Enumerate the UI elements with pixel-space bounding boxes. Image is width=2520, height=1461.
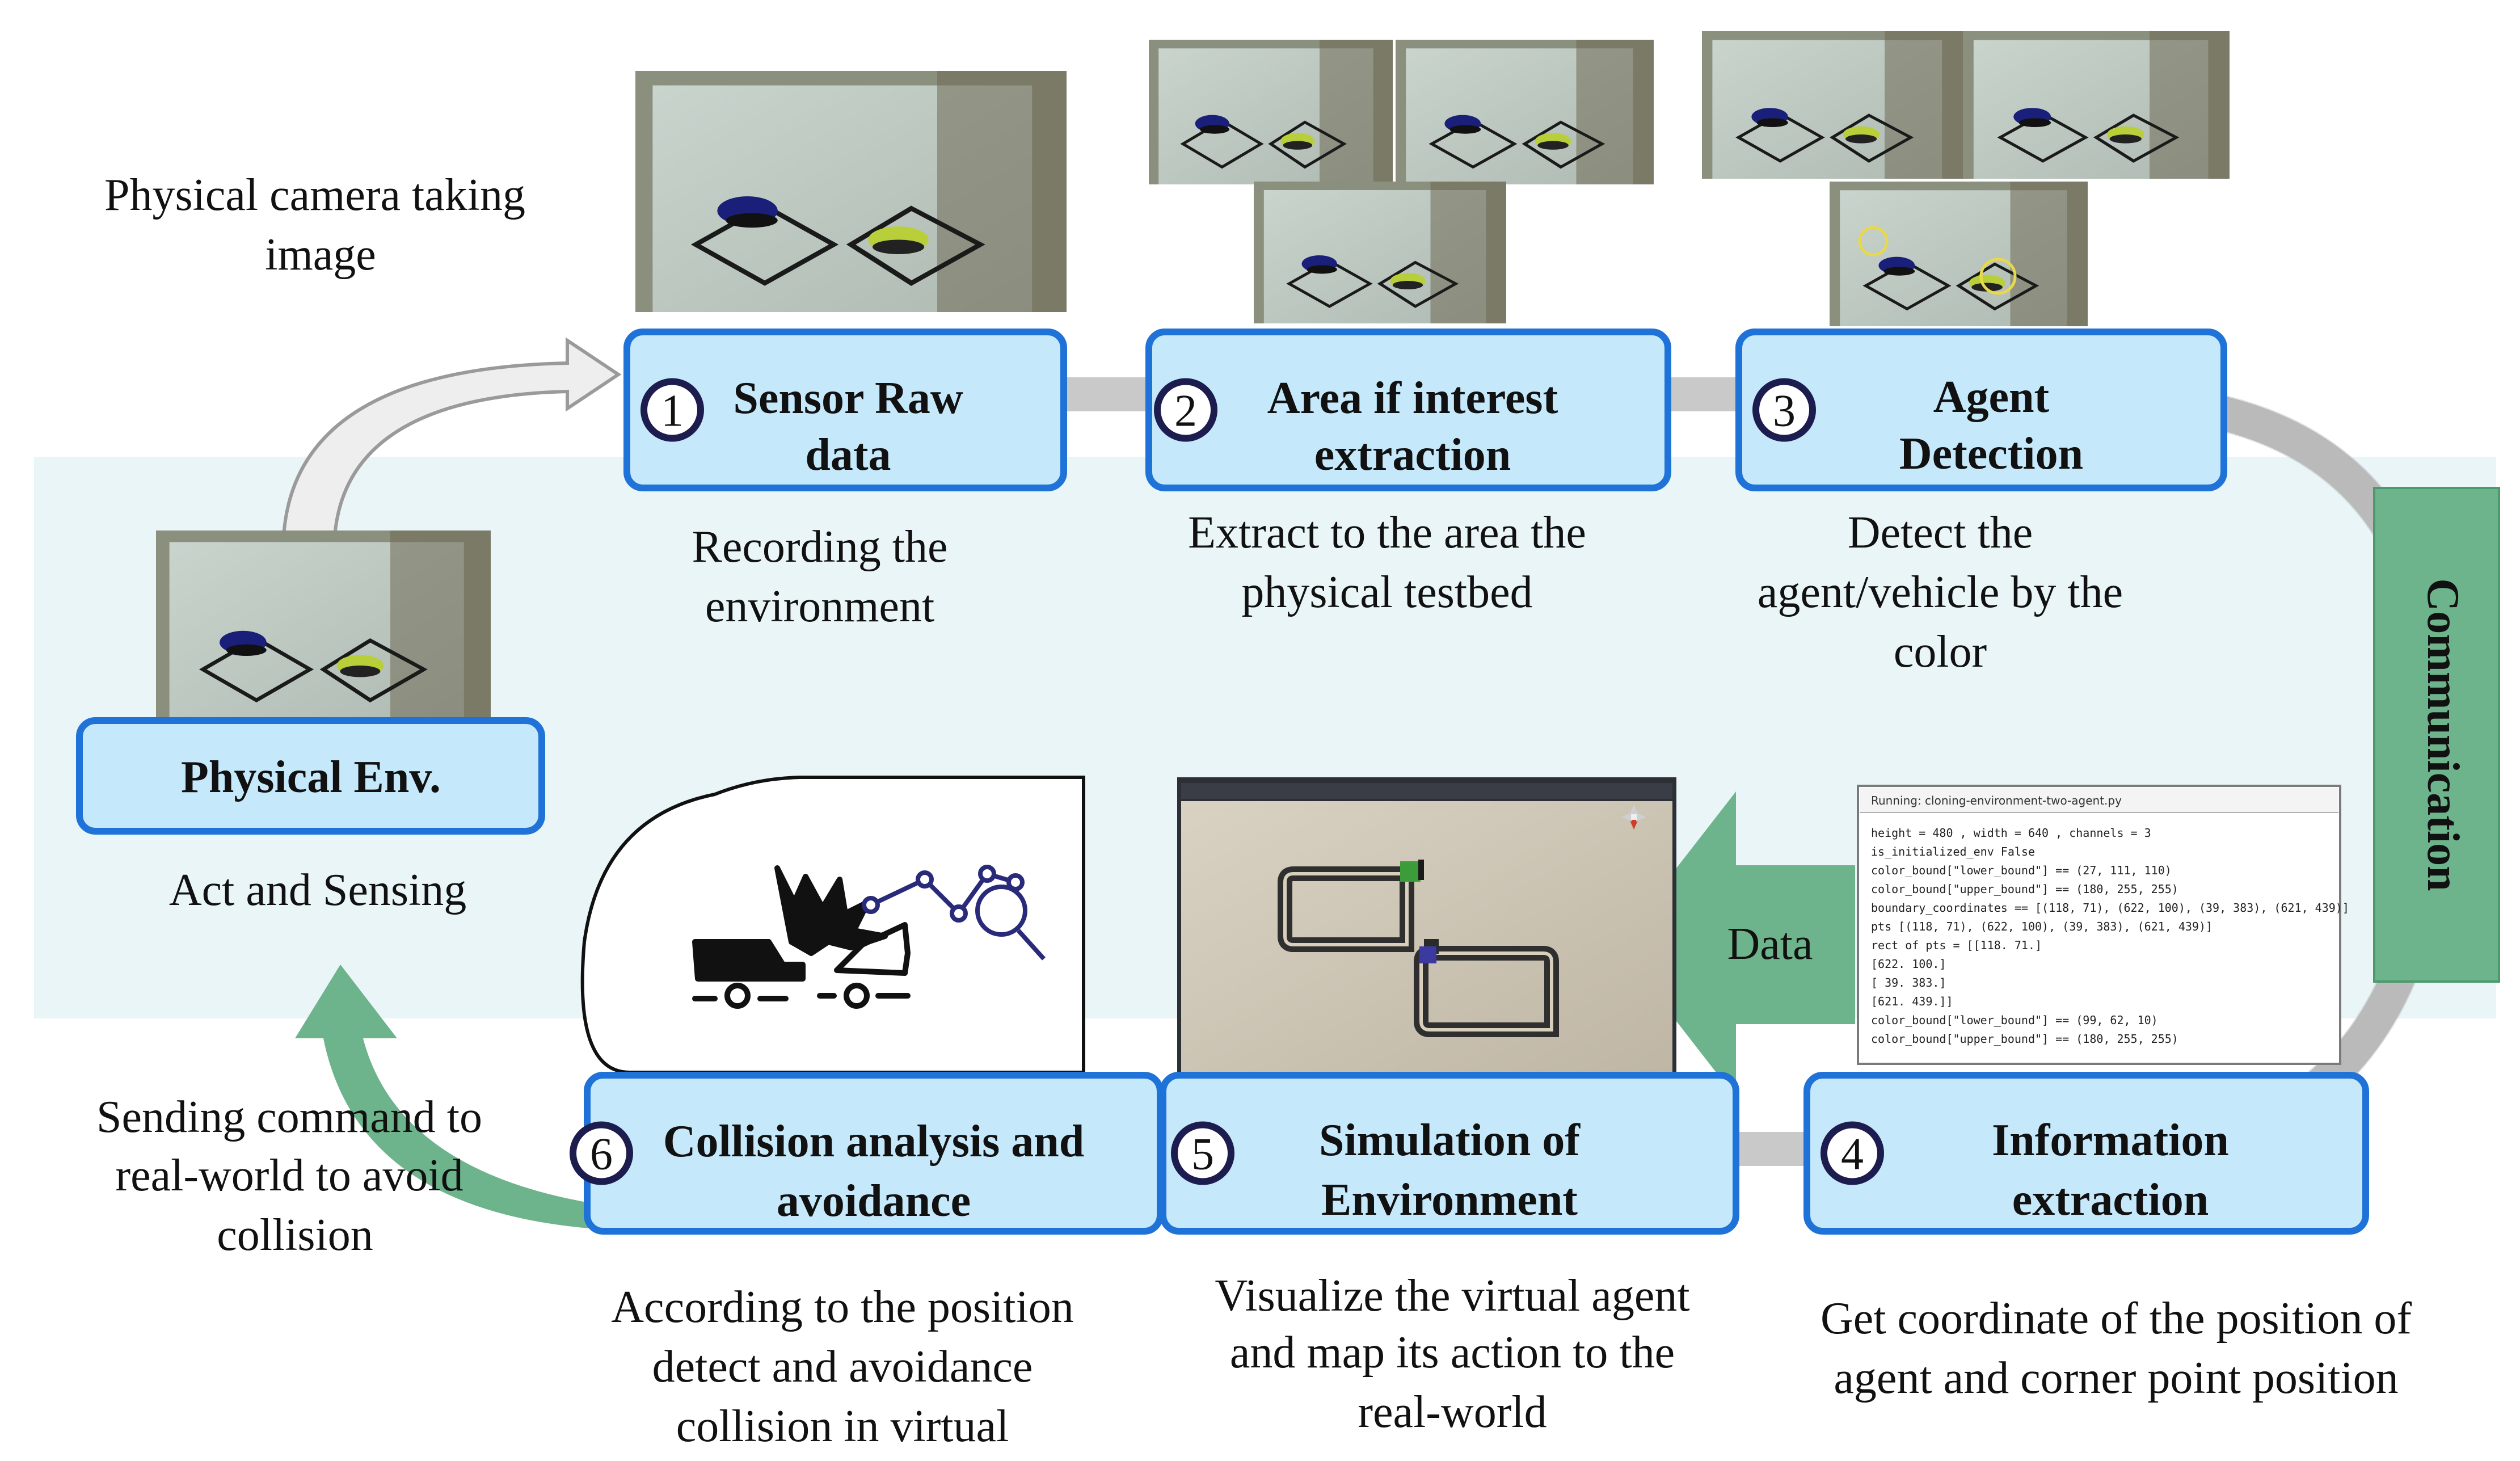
- step-1-number: 1: [661, 386, 684, 436]
- camera-caption: Physical camera taking image: [104, 170, 537, 280]
- physical-env-title: Physical Env.: [181, 752, 441, 802]
- step-6-title-line-1: Collision analysis and: [663, 1117, 1085, 1167]
- step-4-title-line-1: Information: [1992, 1115, 2229, 1165]
- step-4-description-line-2: agent and corner point position: [1834, 1353, 2398, 1403]
- terminal-line: color_bound["upper_bound"] == (180, 255,…: [1871, 1032, 2178, 1046]
- step-4-title-line-2: extraction: [2012, 1175, 2209, 1225]
- step-6-number-circle: [570, 1121, 633, 1185]
- step-2-description-line-1: Extract to the area the: [1188, 508, 1586, 558]
- terminal-title: Running: cloning-environment-two-agent.p…: [1871, 794, 2122, 807]
- physical-env-description: Act and Sensing: [169, 865, 466, 915]
- step-1-description-line-1: Recording the: [692, 522, 948, 572]
- step-6-description-line-1: According to the position: [611, 1282, 1073, 1332]
- step-3-number-circle: [1752, 378, 1816, 442]
- roi-image-1: [1149, 40, 1393, 184]
- raw-sensor-image: [635, 71, 1067, 312]
- step-3-description-line-1: Detect the: [1848, 508, 2033, 558]
- step-2-title-line-2: extraction: [1314, 430, 1511, 480]
- camera-arrow: [281, 337, 622, 538]
- connector-4-5: [1730, 1132, 1815, 1166]
- step-2-box: [1145, 329, 1671, 491]
- step-1-title-line-1: Sensor Raw: [733, 373, 963, 423]
- terminal-line: rect of pts = [[118. 71.]: [1871, 938, 2042, 952]
- sending-command-line-1: Sending command to: [96, 1092, 482, 1142]
- step-2-number: 2: [1174, 386, 1197, 436]
- step-3-box: [1735, 329, 2227, 491]
- detection-marker-green: [1979, 258, 2017, 295]
- terminal-window: Running: cloning-environment-two-agent.p…: [1857, 785, 2349, 1065]
- step-3-description-line-3: color: [1894, 627, 1987, 677]
- step-4-description-line-1: Get coordinate of the position of: [1821, 1294, 2412, 1344]
- communication-label: Communication: [2418, 578, 2468, 891]
- communication-box: [2373, 487, 2500, 983]
- step-4-box: [1803, 1072, 2369, 1235]
- step-6-number: 6: [590, 1130, 613, 1180]
- step-5-title-line-2: Environment: [1321, 1175, 1578, 1225]
- terminal-line: boundary_coordinates == [(118, 71), (622…: [1871, 901, 2349, 915]
- simulation-screenshot: [1177, 777, 1676, 1078]
- step-6-description-line-3: collision in virtual: [676, 1401, 1009, 1451]
- step-5-description-line-2: and map its action to the: [1230, 1328, 1675, 1378]
- detection-image-1: [1702, 31, 1963, 179]
- step-6-title-line-2: avoidance: [777, 1176, 971, 1226]
- step-5-description-line-3: real-world: [1358, 1387, 1546, 1437]
- detection-marker-blue: [1858, 226, 1889, 256]
- sending-command-line-3: collision: [217, 1210, 373, 1260]
- roi-image-3: [1254, 182, 1506, 323]
- step-2-number-circle: [1154, 378, 1217, 442]
- step-3-description-line-2: agent/vehicle by the: [1758, 567, 2123, 617]
- camera-caption-line-1: Physical camera taking: [104, 170, 525, 220]
- step-5-number: 5: [1191, 1130, 1214, 1180]
- step-3-number: 3: [1773, 386, 1796, 436]
- step-4-number: 4: [1841, 1130, 1864, 1180]
- camera-caption-line-2: image: [265, 230, 376, 280]
- step-1-title-line-2: data: [805, 430, 891, 480]
- step-5-description-line-1: Visualize the virtual agent: [1215, 1271, 1689, 1321]
- terminal-line: is_initialized_env False: [1871, 845, 2035, 858]
- sending-command-line-2: real-world to avoid: [115, 1151, 463, 1201]
- terminal-line: color_bound["lower_bound"] == (27, 111, …: [1871, 864, 2172, 877]
- terminal-line: color_bound["upper_bound"] == (180, 255,…: [1871, 882, 2178, 896]
- step-2-description-line-2: physical testbed: [1241, 567, 1532, 617]
- terminal-line: height = 480 , width = 640 , channels = …: [1871, 826, 2151, 840]
- step-4-number-circle: [1821, 1121, 1884, 1185]
- step-5-number-circle: [1171, 1121, 1234, 1185]
- collision-icon: [692, 865, 911, 1009]
- step-1-box: [623, 329, 1067, 491]
- terminal-line: color_bound["lower_bound"] == (99, 62, 1…: [1871, 1013, 2158, 1027]
- physical-env-image: [156, 530, 491, 723]
- sending-command-caption: Sending command to real-world to avoid c…: [96, 1092, 494, 1260]
- search-analytics-icon: [862, 865, 1046, 961]
- terminal-line: [621. 439.]]: [1871, 995, 1953, 1008]
- step-3-title-line-2: Detection: [1899, 429, 2083, 479]
- terminal-line: [ 39. 383.]: [1871, 976, 1946, 990]
- connector-1-2: [1061, 377, 1146, 411]
- step-5-title-line-1: Simulation of: [1319, 1115, 1581, 1165]
- step-1-description-line-2: environment: [705, 582, 934, 631]
- step-2-title-line-1: Area if interest: [1267, 373, 1558, 423]
- step-6-description-line-2: detect and avoidance: [652, 1342, 1033, 1392]
- step-3-title-line-1: Agent: [1933, 372, 2050, 422]
- detection-image-2: [1963, 31, 2230, 179]
- step-1-number-circle: [640, 378, 704, 442]
- data-label: Data: [1727, 919, 1813, 969]
- physical-env-box: [76, 717, 545, 835]
- terminal-line: [622. 100.]: [1871, 957, 1946, 971]
- terminal-line: pts [(118, 71), (622, 100), (39, 383), (…: [1871, 920, 2213, 933]
- command-arrow: [295, 965, 590, 1228]
- roi-image-2: [1396, 40, 1654, 184]
